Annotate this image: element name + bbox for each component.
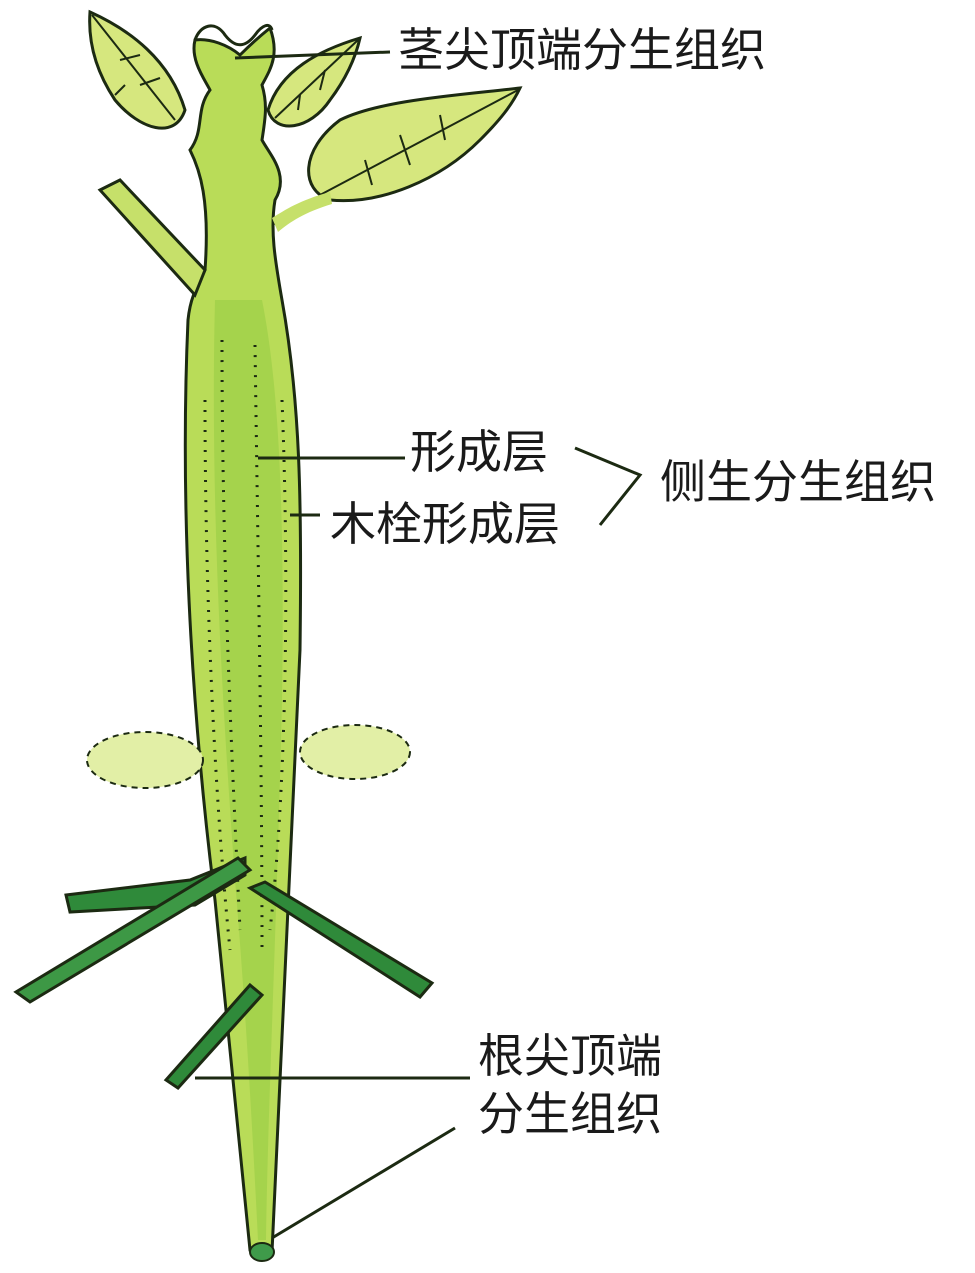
labels: 茎尖顶端分生组织 形成层 木栓形成层 侧生分生组织 根尖顶端 分生组织: [330, 23, 936, 1141]
branch-left: [100, 180, 205, 295]
root-tip-cap: [250, 1243, 274, 1261]
label-cambium: 形成层: [410, 425, 548, 479]
label-lateral-meristem: 侧生分生组织: [660, 455, 936, 509]
label-root-apical-line1: 根尖顶端: [478, 1029, 662, 1083]
dashed-leaf-right: [300, 725, 410, 779]
label-cork-cambium: 木栓形成层: [330, 497, 560, 551]
brace-lateral: [575, 448, 640, 525]
label-root-apical-line2: 分生组织: [478, 1087, 662, 1141]
dashed-leaf-left: [87, 732, 203, 788]
root-left-long: [16, 858, 250, 1002]
leader-root-apical-2: [272, 1128, 455, 1238]
label-shoot-apical-meristem: 茎尖顶端分生组织: [398, 23, 766, 77]
